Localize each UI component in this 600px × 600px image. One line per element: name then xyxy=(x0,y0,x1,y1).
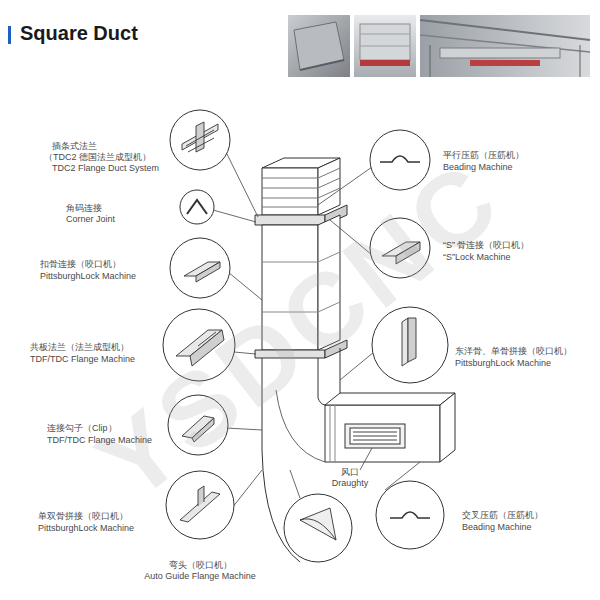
machine-label: TDF/TDC Flange Machine xyxy=(47,435,152,446)
part-label: 单双骨拼接（咬口机） xyxy=(38,511,128,522)
title-bar xyxy=(8,26,11,44)
part-label: 扣骨连接（咬口机） xyxy=(40,259,121,270)
machine-label: TDF/TDC Flange Machine xyxy=(30,354,135,365)
machine-label: Beading Machine xyxy=(462,522,532,533)
part-label: 交叉压筋（压筋机） xyxy=(462,510,543,521)
machine-label: PittsburghLock Machine xyxy=(40,271,136,282)
part-label: （TDC2 德国法兰成型机） xyxy=(44,152,151,163)
machine-label: Beading Machine xyxy=(443,162,513,173)
part-label: 共板法兰（法兰成型机） xyxy=(30,342,129,353)
machine-label: Auto Guide Flange Machine xyxy=(144,571,256,582)
machine-label: Corner Joint xyxy=(66,214,115,225)
part-label: “S” 骨连接（咬口机） xyxy=(443,240,530,251)
part-label: 风口 xyxy=(341,467,359,478)
part-label: 平行压筋（压筋机） xyxy=(443,150,524,161)
part-label: 连接勾子（Clip） xyxy=(47,423,117,434)
part-label: 东洋骨、单骨拼接（咬口机） xyxy=(455,346,572,357)
machine-label: “S”Lock Machine xyxy=(443,252,511,263)
machine-label: TDC2 Flange Duct System xyxy=(52,163,159,174)
part-label: 弯头（咬口机） xyxy=(169,560,232,571)
page-title: Square Duct xyxy=(20,22,138,45)
part-label: 角码连接 xyxy=(66,203,102,214)
part-label: 插条式法兰 xyxy=(52,141,97,152)
photo-strip xyxy=(288,15,590,77)
machine-label: PittsburghLock Machine xyxy=(455,358,551,369)
machine-label: PittsburghLock Machine xyxy=(38,523,134,534)
machine-label: Draughty xyxy=(332,478,369,489)
